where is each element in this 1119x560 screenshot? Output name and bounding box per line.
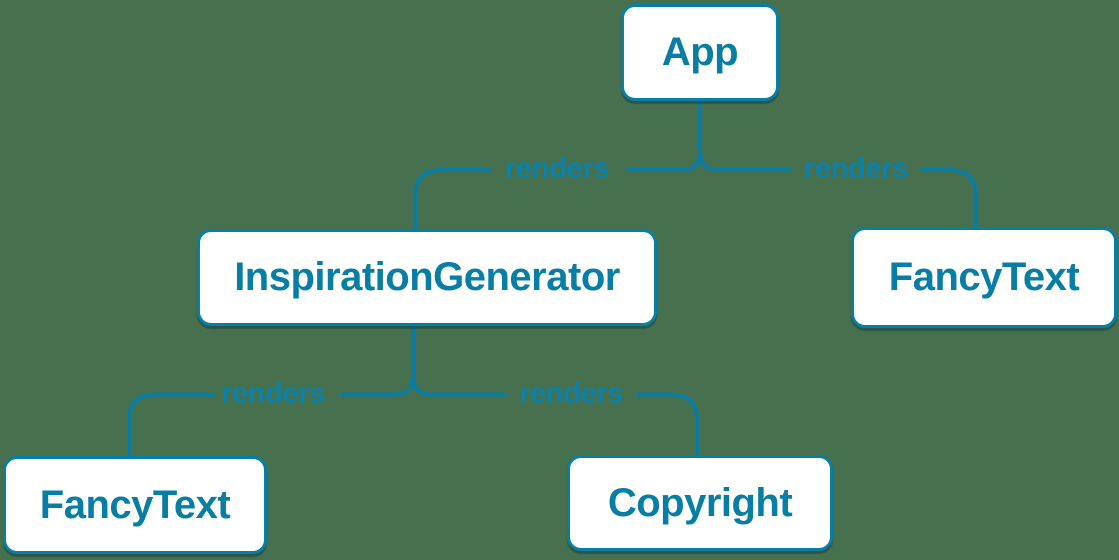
- edge-app-inspiration-right-segment: [626, 146, 702, 172]
- edge-label-inspiration-copyright: renders: [518, 377, 624, 410]
- edge-inspiration-fancytext-left-segment: [127, 392, 215, 458]
- edge-label-app-inspiration: renders: [504, 152, 610, 185]
- node-fancy-text-left: FancyText: [3, 456, 267, 554]
- node-fancy-text-right-label: FancyText: [888, 255, 1080, 299]
- edge-app-fancytext-right-segment: [920, 168, 978, 229]
- node-app: App: [621, 4, 779, 101]
- edge-app-fancytext-left-segment: [698, 146, 792, 172]
- edge-inspiration-copyright-left-segment: [411, 371, 507, 397]
- node-copyright: Copyright: [567, 455, 833, 551]
- edge-inspiration-fancytext-right-segment: [339, 371, 415, 397]
- edge-label-inspiration-fancytext: renders: [220, 377, 326, 410]
- node-app-label: App: [661, 30, 739, 74]
- node-fancy-text-left-label: FancyText: [39, 482, 231, 527]
- edge-inspiration-copyright-right-segment: [635, 392, 699, 457]
- node-copyright-label: Copyright: [607, 480, 793, 525]
- node-inspiration-generator: InspirationGenerator: [197, 229, 657, 326]
- edge-label-app-fancytext: renders: [803, 152, 909, 185]
- node-inspiration-generator-label: InspirationGenerator: [234, 255, 620, 299]
- edge-app-inspiration-left-segment: [413, 168, 492, 231]
- node-fancy-text-right: FancyText: [851, 227, 1117, 328]
